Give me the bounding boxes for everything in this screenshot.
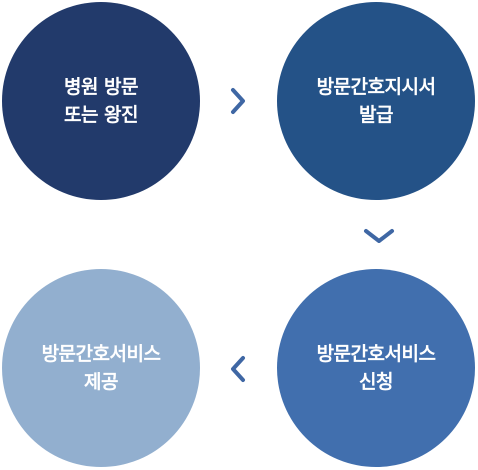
step-label-line: 병원 방문: [63, 76, 139, 98]
step-label-line: 방문간호지시서: [316, 76, 436, 98]
step-hospital-visit: 병원 방문 또는 왕진: [2, 2, 200, 200]
step-label-line: 발급: [359, 104, 393, 126]
chevron-right-icon: [228, 86, 248, 116]
step-label-line: 제공: [84, 371, 118, 393]
step-label: 방문간호서비스 제공: [42, 340, 161, 396]
step-label-line: 방문간호서비스: [316, 343, 436, 365]
step-service-application: 방문간호서비스 신청: [277, 269, 475, 467]
step-service-provision: 방문간호서비스 제공: [2, 269, 200, 467]
chevron-down-icon: [362, 226, 396, 246]
step-order-issuance: 방문간호지시서 발급: [277, 2, 475, 200]
chevron-left-icon: [228, 354, 248, 384]
step-label-line: 방문간호서비스: [41, 343, 161, 365]
step-label-line: 또는 왕진: [63, 104, 139, 126]
step-label: 병원 방문 또는 왕진: [63, 73, 139, 129]
step-label: 방문간호서비스 신청: [317, 340, 436, 396]
step-label-line: 신청: [359, 371, 393, 393]
step-label: 방문간호지시서 발급: [317, 73, 436, 129]
